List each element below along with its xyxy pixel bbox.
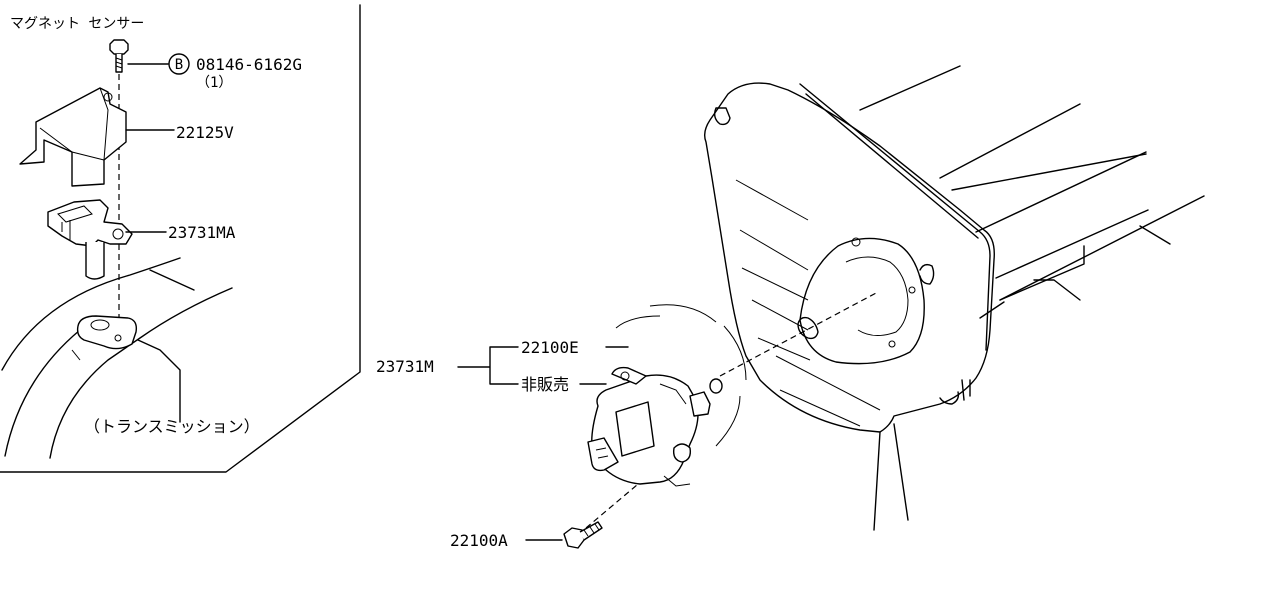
o-ring[interactable] bbox=[709, 378, 723, 394]
bolt-symbol: B bbox=[175, 57, 183, 73]
inset-title: マグネット センサー bbox=[10, 16, 144, 32]
label-22100A[interactable]: 22100A bbox=[450, 531, 508, 550]
b-circle-icon bbox=[168, 53, 190, 75]
label-23731MA[interactable]: 23731MA bbox=[168, 223, 236, 242]
cover-22125V[interactable] bbox=[19, 87, 127, 187]
label-not-sold: 非販売 bbox=[521, 375, 569, 394]
transmission-casing bbox=[1, 257, 233, 459]
sensor-mount-recess bbox=[799, 237, 925, 365]
label-23731M[interactable]: 23731M bbox=[376, 357, 434, 376]
boss-top bbox=[713, 107, 731, 126]
engine-block bbox=[703, 65, 1205, 531]
connector-plug bbox=[587, 437, 619, 472]
label-22100E[interactable]: 22100E bbox=[521, 338, 579, 357]
label-22125V[interactable]: 22125V bbox=[176, 123, 234, 142]
inset-panel: マグネット センサー B 08146-6162G （1） 22125V bbox=[0, 4, 361, 473]
boss-bottom bbox=[939, 391, 960, 405]
bolt-22100A[interactable] bbox=[563, 521, 603, 549]
inset-border bbox=[0, 4, 361, 473]
bolt-08146[interactable] bbox=[109, 39, 129, 73]
boss-right bbox=[961, 379, 971, 401]
sensor-23731MA[interactable] bbox=[47, 199, 133, 280]
bracket-23731M bbox=[457, 346, 519, 385]
distributor-22100E[interactable] bbox=[587, 304, 747, 487]
connector-window bbox=[615, 401, 655, 457]
label-08146-6162G[interactable]: 08146-6162G bbox=[196, 55, 302, 74]
label-transmission: （トランスミッション） bbox=[84, 417, 260, 436]
label-qty: （1） bbox=[196, 75, 232, 91]
